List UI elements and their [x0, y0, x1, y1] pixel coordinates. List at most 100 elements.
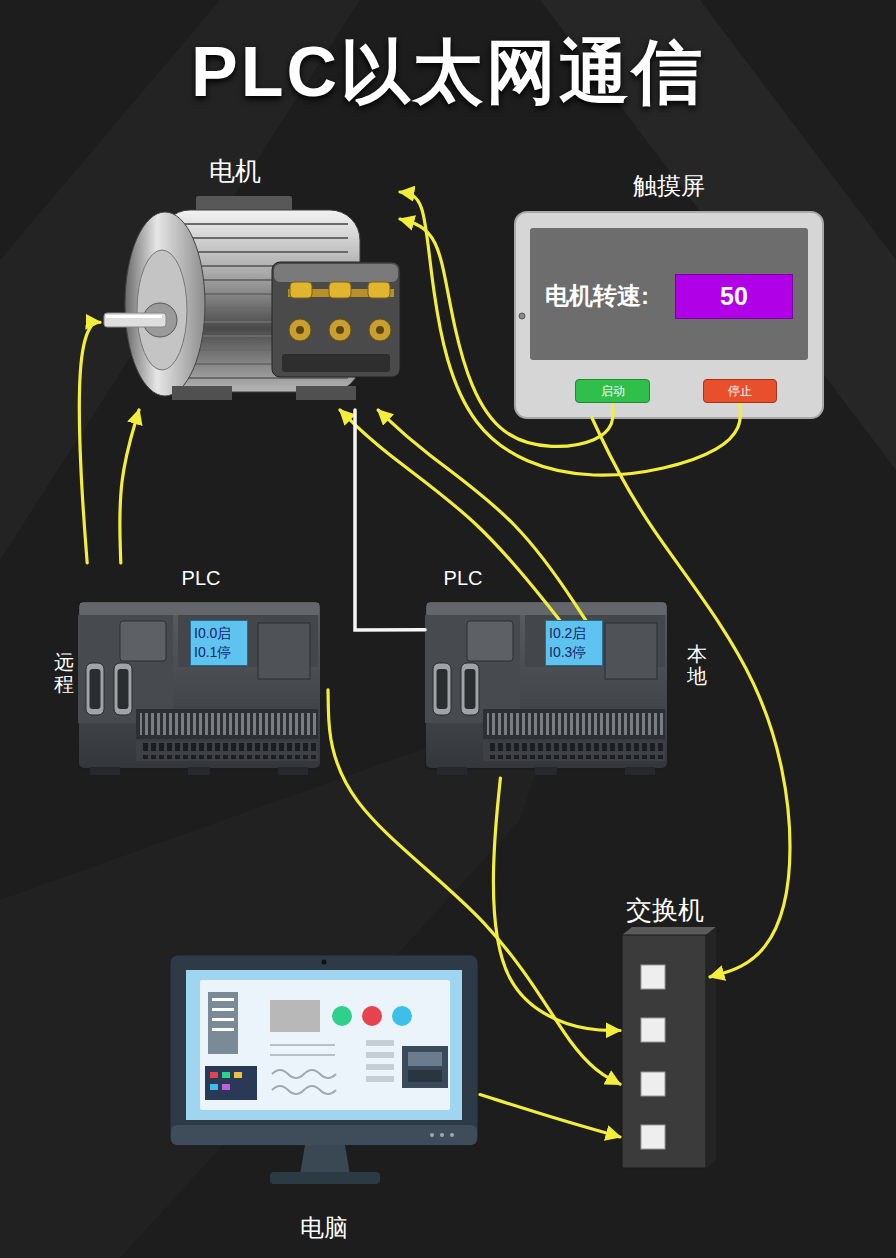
remote-plc-node: PLC 远程 I0.0启 I0.1停 [48, 563, 328, 778]
motor-illustration-part [137, 250, 187, 370]
node-label: I0.2启 I0.3停 [549, 624, 599, 662]
switch-illustration-part [706, 927, 716, 1168]
computer-illustration-part [208, 992, 238, 1054]
touch-screen-panel [515, 212, 823, 418]
computer-illustration-part [408, 1070, 442, 1082]
node-label: I0.0启 I0.1停 [194, 624, 244, 662]
motor-node: 电机 [100, 152, 400, 410]
computer-illustration-part [366, 1064, 394, 1070]
node-label: PLC [433, 567, 493, 590]
node-text: 电机转速: [545, 280, 649, 312]
plc-illustration-part [425, 601, 668, 775]
motor-illustration-part [282, 354, 390, 372]
computer-illustration-part [362, 1006, 382, 1026]
motor-illustration-part [329, 319, 351, 341]
node-label: 交换机 [620, 893, 710, 928]
motor-illustration-part [125, 212, 205, 396]
computer-illustration-part [430, 1133, 434, 1137]
computer-illustration [170, 955, 478, 1184]
computer-illustration-part [210, 1072, 218, 1078]
connector-line [592, 418, 790, 977]
plc-input-display: I0.0启 I0.1停 [190, 620, 248, 666]
switch-illustration-part [622, 927, 716, 935]
computer-illustration-part [440, 1133, 444, 1137]
node-label: 触摸屏 [515, 170, 823, 202]
stop-button: 停止 [703, 379, 777, 403]
computer-illustration-part [186, 970, 462, 1120]
motor-illustration-part [368, 282, 390, 298]
computer-illustration-part [366, 1040, 394, 1046]
computer-illustration-part [234, 1072, 242, 1078]
node-text: 本地 [687, 643, 707, 687]
node-label: 50 [720, 282, 748, 311]
computer-illustration-part [212, 1028, 234, 1031]
motor-illustration-part [296, 326, 304, 334]
background-part [0, 700, 560, 1258]
connector-line [400, 219, 613, 446]
computer-illustration-part [270, 1044, 335, 1046]
motor-illustration-part-part [178, 237, 348, 239]
motor-illustration-part [272, 262, 400, 377]
motor-illustration-part [296, 386, 356, 400]
touch-screen-panel-part [530, 228, 808, 360]
connector-line [378, 410, 585, 620]
connector-line [79, 322, 100, 563]
computer-illustration-part [222, 1072, 230, 1078]
switch-node: 交换机 [620, 893, 710, 1168]
plc-input-display: I0.2启 I0.3停 [545, 620, 603, 666]
switch-illustration-part [641, 1018, 665, 1042]
computer-illustration-part [272, 1086, 336, 1094]
switch-illustration-part [641, 1125, 665, 1149]
motor-illustration-part [369, 319, 391, 341]
motor-illustration-part [329, 282, 351, 298]
touch-screen-node: 触摸屏电机转速: 50 启动 停止 [515, 168, 823, 418]
motor-illustration-part [106, 315, 162, 318]
motor-illustration-part-part [178, 251, 348, 253]
motor-illustration-part-part [178, 223, 348, 225]
motor-illustration-part [274, 264, 398, 282]
connector-line [328, 690, 620, 1084]
computer-illustration-part [366, 1076, 394, 1082]
computer-illustration-part [322, 960, 327, 965]
node-label: PLC [171, 567, 231, 590]
computer-illustration-part [171, 1125, 477, 1145]
switch-illustration [622, 927, 716, 1168]
computer-illustration-part [450, 1133, 454, 1137]
local-plc-node: PLC 本地 I0.2启 I0.3停 [425, 563, 715, 778]
computer-illustration-part [366, 1052, 394, 1058]
motor-illustration-part [290, 282, 312, 298]
computer-illustration-part [212, 1008, 234, 1011]
node-label: 启动 [601, 383, 625, 400]
connector-line [355, 410, 425, 630]
motor-illustration-part [376, 326, 384, 334]
start-button: 启动 [575, 379, 650, 403]
computer-illustration-part [402, 1046, 448, 1088]
motor-illustration-part [289, 319, 311, 341]
computer-node: 电脑 [168, 950, 480, 1245]
touch-screen-panel-part [515, 212, 823, 418]
computer-illustration-part [212, 998, 234, 1001]
motor-illustration-part [172, 386, 232, 400]
connector-line [120, 410, 139, 563]
computer-illustration-part [205, 1066, 257, 1100]
computer-illustration-part [272, 1070, 336, 1078]
motor-illustration-part [104, 313, 166, 327]
plc-illustration [78, 601, 668, 775]
plc-illustration-part [78, 601, 321, 775]
computer-illustration-part [270, 1172, 380, 1184]
computer-illustration-part [332, 1006, 352, 1026]
connector-line [480, 1095, 620, 1137]
node-text: 远程 [54, 651, 74, 695]
switch-illustration-part [641, 965, 665, 989]
node-label: 电脑 [168, 1212, 480, 1244]
computer-illustration-part [222, 1084, 230, 1090]
motor-illustration [104, 196, 400, 400]
computer-illustration-part [408, 1052, 442, 1066]
computer-illustration-part [300, 1145, 350, 1175]
node-label: 电机 [160, 154, 310, 189]
computer-illustration-part [270, 1054, 335, 1056]
